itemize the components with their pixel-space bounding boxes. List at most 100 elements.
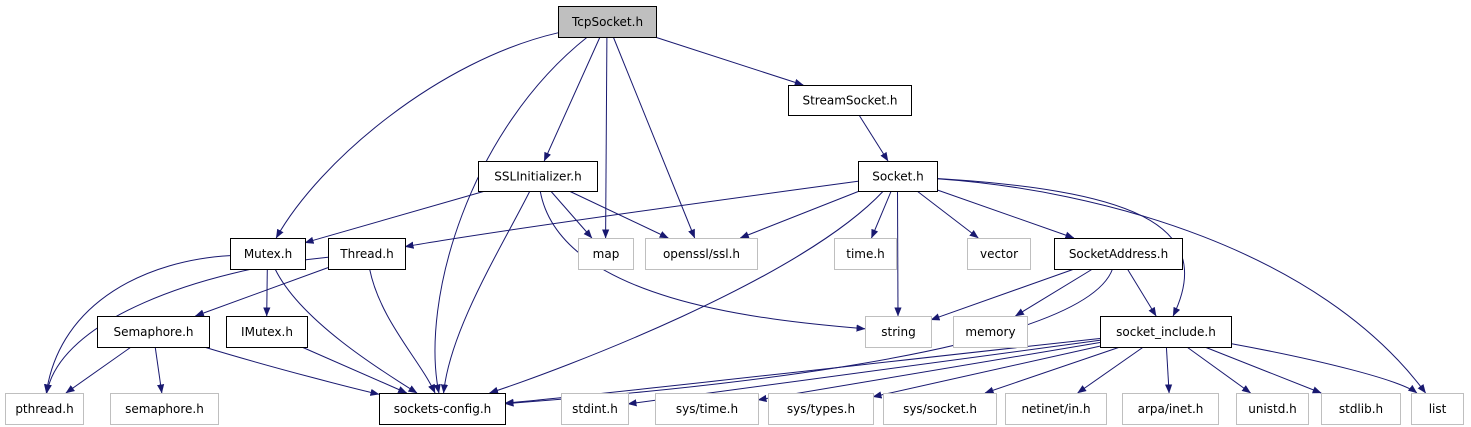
edge-arrow xyxy=(871,190,892,239)
node-thread[interactable]: Thread.h xyxy=(328,238,406,270)
node-imutex[interactable]: IMutex.h xyxy=(226,316,308,348)
edges-layer xyxy=(43,32,1427,407)
edge-socketaddress-to-memory xyxy=(1015,268,1093,317)
node-stdlib[interactable]: stdlib.h xyxy=(1321,393,1401,425)
node-box xyxy=(645,238,758,270)
node-stdint[interactable]: stdint.h xyxy=(561,393,629,425)
edge-arrow xyxy=(1165,346,1173,394)
node-label: SSLInitializer.h xyxy=(494,170,581,184)
edge-tcpsocket-to-mutex xyxy=(275,32,559,239)
node-unistd[interactable]: unistd.h xyxy=(1236,393,1309,425)
node-box xyxy=(478,161,598,192)
node-vector[interactable]: vector xyxy=(967,238,1031,270)
node-box xyxy=(1411,393,1464,425)
node-box xyxy=(5,393,84,425)
node-arpainet[interactable]: arpa/inet.h xyxy=(1122,393,1219,425)
node-time[interactable]: time.h xyxy=(834,238,897,270)
edge-socket-to-vector xyxy=(916,190,979,239)
node-mutex[interactable]: Mutex.h xyxy=(230,238,306,270)
edge-socketaddress-to-socketinclude xyxy=(1126,268,1157,317)
edge-socketinclude-to-systime xyxy=(757,342,1101,403)
node-systypes[interactable]: sys/types.h xyxy=(768,393,874,425)
edge-streamsocket-to-socket xyxy=(858,114,889,162)
node-socketinclude[interactable]: socket_include.h xyxy=(1100,316,1232,348)
node-label: Socket.h xyxy=(872,170,924,184)
node-box xyxy=(1122,393,1219,425)
edge-tcpsocket-to-socketsconfig xyxy=(433,36,588,394)
edge-socketinclude-to-netinet xyxy=(1077,346,1144,394)
node-streamsocket[interactable]: StreamSocket.h xyxy=(788,85,912,116)
edge-arrow xyxy=(1077,346,1144,394)
edge-sslinitializer-to-socketsconfig xyxy=(440,190,531,394)
node-label: arpa/inet.h xyxy=(1138,402,1204,416)
node-label: memory xyxy=(965,325,1015,339)
edge-arrow xyxy=(1126,268,1157,317)
edge-arrow xyxy=(274,268,418,394)
node-netinet[interactable]: netinet/in.h xyxy=(1005,393,1107,425)
node-label: SocketAddress.h xyxy=(1069,247,1168,261)
node-socketaddress[interactable]: SocketAddress.h xyxy=(1054,238,1183,270)
edge-arrow xyxy=(275,32,559,239)
node-label: time.h xyxy=(846,247,885,261)
node-string[interactable]: string xyxy=(865,316,932,348)
edge-arrow xyxy=(65,346,132,394)
node-box xyxy=(967,238,1031,270)
node-box xyxy=(561,393,629,425)
edge-arrow xyxy=(739,190,860,239)
node-semaphoreh[interactable]: semaphore.h xyxy=(110,393,219,425)
edge-arrow xyxy=(872,345,1101,399)
edge-socketinclude-to-syssocket xyxy=(984,346,1121,394)
edge-arrow xyxy=(602,36,610,239)
node-label: list xyxy=(1429,402,1447,416)
edge-arrow xyxy=(404,180,859,249)
node-map[interactable]: map xyxy=(578,238,634,270)
node-box xyxy=(226,316,308,348)
node-semaphore[interactable]: Semaphore.h xyxy=(97,316,210,348)
node-pthread[interactable]: pthread.h xyxy=(5,393,84,425)
node-label: sys/types.h xyxy=(787,402,855,416)
edge-arrow xyxy=(433,36,588,394)
node-label: Mutex.h xyxy=(244,247,292,261)
edge-arrow xyxy=(194,267,329,317)
node-systime[interactable]: sys/time.h xyxy=(655,393,759,425)
node-sslinitializer[interactable]: SSLInitializer.h xyxy=(478,161,598,192)
node-openssl[interactable]: openssl/ssl.h xyxy=(645,238,758,270)
node-box xyxy=(865,316,932,348)
node-label: stdint.h xyxy=(572,402,618,416)
node-box xyxy=(953,316,1028,348)
edge-semaphore-to-socketsconfig xyxy=(203,346,380,396)
node-syssocket[interactable]: sys/socket.h xyxy=(883,393,997,425)
node-label: vector xyxy=(980,247,1018,261)
edge-arrow xyxy=(936,189,1075,239)
edge-arrow xyxy=(1204,346,1322,394)
node-label: map xyxy=(593,247,620,261)
node-box xyxy=(1054,238,1183,270)
node-socketsconfig[interactable]: sockets-config.h xyxy=(379,393,506,425)
edge-sslinitializer-to-string xyxy=(539,190,866,332)
edge-mutex-to-pthread xyxy=(43,255,231,394)
node-label: string xyxy=(881,325,915,339)
node-box xyxy=(883,393,997,425)
node-box xyxy=(97,316,210,348)
edge-arrow xyxy=(304,190,486,244)
edge-arrow xyxy=(1186,346,1251,394)
node-list[interactable]: list xyxy=(1411,393,1464,425)
node-box xyxy=(834,238,897,270)
node-box xyxy=(578,238,634,270)
node-label: sys/time.h xyxy=(676,402,738,416)
node-socket[interactable]: Socket.h xyxy=(858,161,938,192)
node-label: IMutex.h xyxy=(241,325,293,339)
edge-sslinitializer-to-mutex xyxy=(304,190,486,244)
node-label: socket_include.h xyxy=(1116,325,1216,339)
node-box xyxy=(1321,393,1401,425)
edge-arrow xyxy=(550,190,593,239)
edge-socket-to-socketsconfig xyxy=(489,190,884,394)
edge-arrow xyxy=(539,190,866,332)
node-box xyxy=(768,393,874,425)
edge-arrow xyxy=(984,346,1121,394)
node-memory[interactable]: memory xyxy=(953,316,1028,348)
edge-arrow xyxy=(654,36,804,86)
node-box xyxy=(379,393,506,425)
edge-arrow xyxy=(203,346,380,396)
